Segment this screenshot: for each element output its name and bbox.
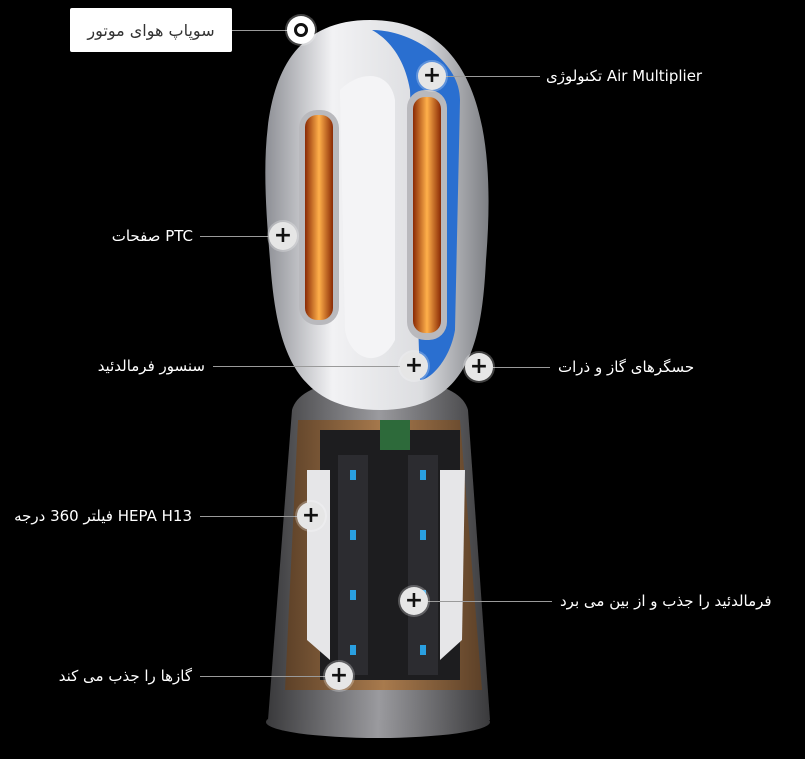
plus-icon: + — [404, 588, 424, 613]
plus-icon: + — [404, 353, 424, 378]
connector-line — [428, 601, 552, 602]
plus-icon: + — [422, 63, 442, 88]
connector-line — [232, 30, 288, 31]
hotspot-formaldehyde-destroy[interactable]: + — [400, 587, 428, 615]
connector-line — [200, 236, 270, 237]
hotspot-label-formaldehyde-destroy: فرمالدئید را جذب و از بین می برد — [560, 592, 772, 610]
plus-icon: + — [329, 663, 349, 688]
hotspot-gases-absorb[interactable]: + — [325, 662, 353, 690]
plus-icon: + — [273, 223, 293, 248]
hotspot-formaldehyde-sensor[interactable]: + — [400, 352, 428, 380]
hotspot-label-ptc: PTC صفحات — [111, 227, 193, 245]
hotspot-label-hepa-filter: HEPA H13 فیلتر 360 درجه — [14, 507, 192, 525]
hotspot-label-gas-particle-sensors: حسگرهای گاز و ذرات — [558, 358, 695, 376]
plus-icon: + — [301, 503, 321, 528]
hotspot-gas-particle-sensors[interactable]: + — [465, 353, 493, 381]
connector-line — [213, 366, 400, 367]
connector-line — [445, 76, 540, 77]
hotspot-ptc[interactable]: + — [269, 222, 297, 250]
hotspot-air-multiplier[interactable]: + — [418, 62, 446, 90]
hotspot-label-gases-absorb: گازها را جذب می کند — [58, 667, 192, 685]
hotspot-hepa-filter[interactable]: + — [297, 502, 325, 530]
ring-icon — [294, 23, 308, 37]
connector-line — [200, 676, 325, 677]
plus-icon: + — [469, 354, 489, 379]
hotspot-label-motor-valve: سوپاپ هوای موتور — [70, 8, 232, 52]
hotspot-motor-valve[interactable] — [287, 16, 315, 44]
hotspot-label-formaldehyde-sensor: سنسور فرمالدئید — [97, 357, 205, 375]
connector-line — [200, 516, 297, 517]
hotspot-label-air-multiplier: Air Multiplier تکنولوژی — [546, 67, 703, 85]
connector-line — [493, 367, 550, 368]
